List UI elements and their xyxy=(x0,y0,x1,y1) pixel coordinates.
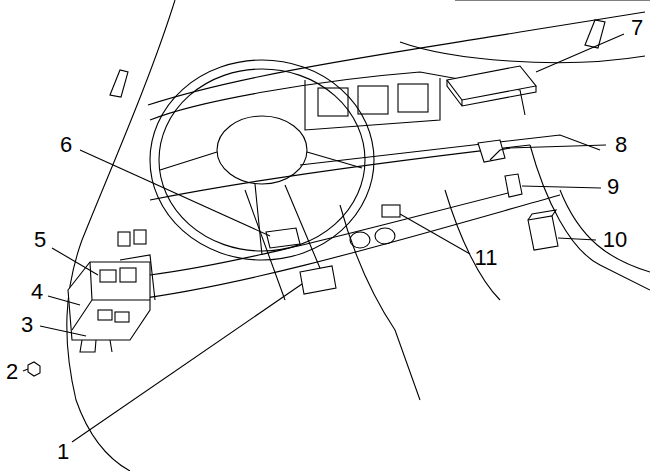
callout-number: 6 xyxy=(60,134,72,156)
callout-number: 2 xyxy=(6,361,18,383)
callout-number: 9 xyxy=(607,176,619,198)
callout-number: 4 xyxy=(31,281,43,303)
callout-number: 8 xyxy=(615,134,627,156)
callout-number: 10 xyxy=(603,229,627,251)
callout-number: 3 xyxy=(21,314,33,336)
callout-number: 5 xyxy=(34,229,46,251)
callout-number: 7 xyxy=(631,17,643,39)
callout-number: 1 xyxy=(57,441,69,463)
callout-number: 11 xyxy=(475,247,498,269)
